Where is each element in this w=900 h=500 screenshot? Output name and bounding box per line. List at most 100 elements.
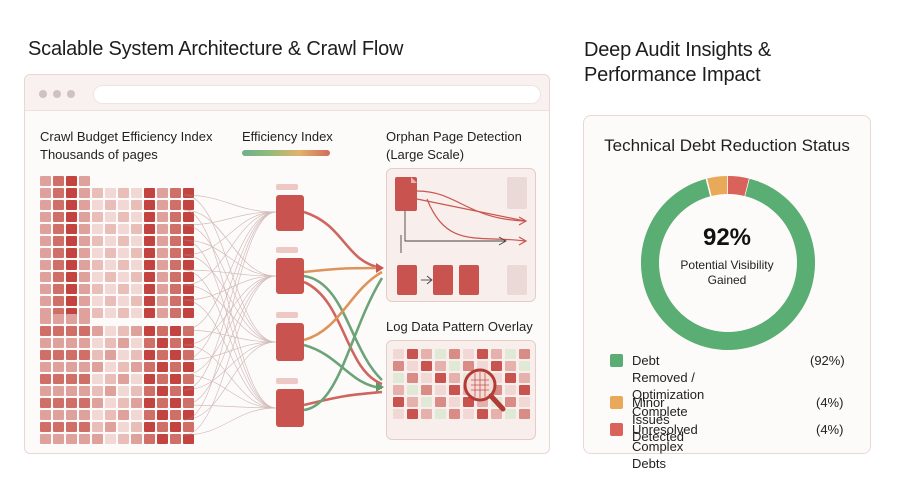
page-cell	[66, 284, 77, 294]
page-cell	[92, 386, 103, 396]
legend-value: (92%)	[810, 353, 845, 368]
page-cell	[183, 338, 194, 348]
page-cell	[105, 248, 116, 258]
crawl-budget-label-line2: Thousands of pages	[40, 147, 158, 162]
page-cell	[105, 374, 116, 384]
page-cell	[40, 308, 51, 318]
page-cell	[92, 410, 103, 420]
flow-line-thin	[183, 269, 277, 277]
page-cell	[183, 188, 194, 198]
page-cell	[40, 398, 51, 408]
page-cell	[131, 284, 142, 294]
page-cell	[105, 422, 116, 432]
page-cell	[79, 284, 90, 294]
page-cell	[505, 385, 516, 395]
legend-label: Minor Issues Detected	[632, 395, 685, 444]
hub-node-cap	[276, 378, 298, 384]
page-cell	[144, 236, 155, 246]
page-cell	[183, 284, 194, 294]
page-cell	[170, 284, 181, 294]
page-cell	[40, 314, 51, 324]
page-cell	[144, 200, 155, 210]
page-cell	[105, 410, 116, 420]
page-document-icon	[459, 265, 479, 295]
page-cell	[421, 373, 432, 383]
page-cell	[170, 350, 181, 360]
page-cell	[40, 284, 51, 294]
page-cell	[66, 398, 77, 408]
page-cell	[118, 272, 129, 282]
page-cell	[79, 272, 90, 282]
page-cell	[170, 308, 181, 318]
flow-line-thin	[183, 341, 277, 421]
page-cell	[144, 338, 155, 348]
legend-swatch-red	[610, 423, 623, 436]
page-cell	[144, 248, 155, 258]
page-cell	[92, 272, 103, 282]
page-cell	[131, 410, 142, 420]
page-cell	[131, 236, 142, 246]
page-cell	[40, 296, 51, 306]
debt-donut-chart	[641, 176, 815, 350]
page-cell	[118, 398, 129, 408]
page-cell	[92, 362, 103, 372]
page-cell	[92, 236, 103, 246]
page-cell	[144, 296, 155, 306]
page-cell	[183, 212, 194, 222]
page-cell	[131, 224, 142, 234]
page-cell	[40, 434, 51, 444]
page-cell	[407, 361, 418, 371]
page-cell	[66, 374, 77, 384]
page-cell	[131, 272, 142, 282]
page-cell	[118, 422, 129, 432]
page-cell	[66, 248, 77, 258]
page-cell	[40, 326, 51, 336]
page-cell	[131, 260, 142, 270]
page-cell	[118, 326, 129, 336]
hub-node	[276, 258, 304, 294]
page-cell	[79, 374, 90, 384]
page-cell	[105, 212, 116, 222]
page-cell	[66, 338, 77, 348]
page-cell	[66, 212, 77, 222]
flow-line-green	[303, 343, 383, 390]
page-cell	[463, 361, 474, 371]
page-cell	[118, 236, 129, 246]
page-cell	[40, 260, 51, 270]
page-cell	[118, 374, 129, 384]
page-cell	[79, 350, 90, 360]
page-cell	[157, 422, 168, 432]
page-cell	[53, 200, 64, 210]
page-cell	[407, 373, 418, 383]
flow-line-orange	[303, 270, 383, 342]
page-cell	[421, 349, 432, 359]
page-cell	[144, 386, 155, 396]
flow-line-thin	[183, 211, 277, 421]
flow-line-thin	[183, 275, 277, 346]
page-cell	[183, 326, 194, 336]
flow-line-thin	[183, 275, 277, 376]
page-cell	[66, 236, 77, 246]
page-cell	[92, 188, 103, 198]
page-cell	[40, 212, 51, 222]
page-cell	[421, 385, 432, 395]
flow-line-thin	[183, 344, 277, 409]
flow-line-thin	[183, 211, 277, 286]
page-cell	[144, 308, 155, 318]
browser-toolbar	[25, 75, 549, 111]
flow-line-thin	[183, 194, 277, 213]
page-cell	[118, 338, 129, 348]
page-cell	[66, 386, 77, 396]
page-cell	[105, 224, 116, 234]
page-cell	[66, 410, 77, 420]
hub-node-cap	[276, 247, 298, 253]
page-cell	[131, 200, 142, 210]
page-cell	[170, 200, 181, 210]
page-cell	[183, 260, 194, 270]
page-cell	[183, 350, 194, 360]
page-cell	[393, 361, 404, 371]
page-cell	[144, 362, 155, 372]
page-document-icon	[507, 177, 527, 209]
page-cell	[157, 410, 168, 420]
page-cell	[79, 212, 90, 222]
